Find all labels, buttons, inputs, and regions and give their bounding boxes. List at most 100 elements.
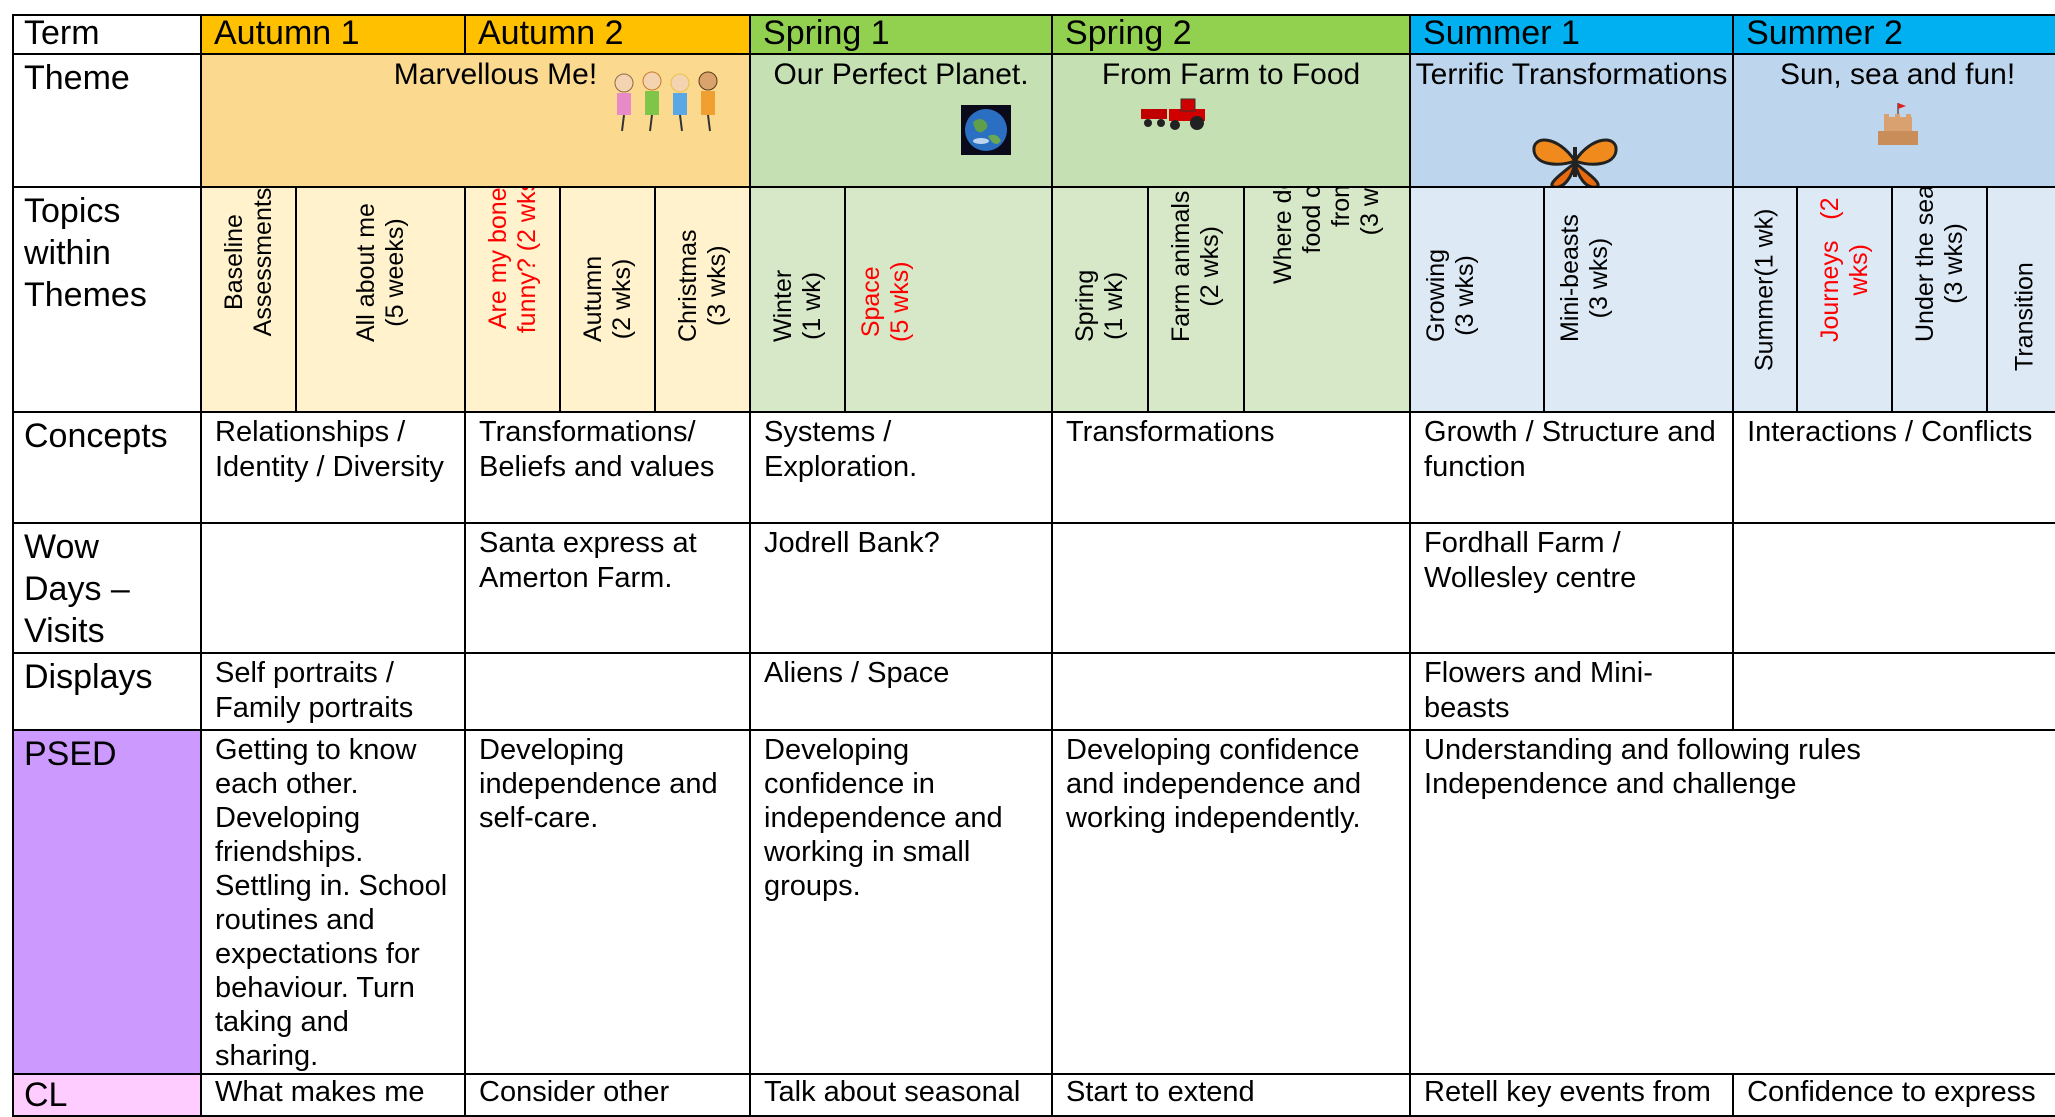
wow-autumn2: Santa express at Amerton Farm. (463, 522, 752, 654)
wow-spring1: Jodrell Bank? (749, 522, 1054, 654)
topic-spring: Spring(1 wk) (1051, 186, 1150, 413)
concepts-row: Concepts Relationships / Identity / Dive… (12, 411, 2055, 524)
topic-baseline: Baseline Assessments (200, 186, 297, 413)
topic-autumn: Autumn(2 wks) (559, 186, 656, 413)
summer1-header: Summer 1 (1409, 14, 1735, 55)
theme-summer2-text: Sun, sea and fun! (1779, 58, 2016, 91)
topic-bones-text: Are my bones funny? (2 wks) (483, 187, 542, 342)
term-label: Term (12, 14, 202, 55)
topic-winter: Winter(1 wk) (749, 186, 847, 413)
theme-summer1: Terrific Transformations (1409, 53, 1735, 188)
psed-label: PSED (12, 729, 202, 1075)
topic-winter-duration: (1 wk) (797, 271, 826, 340)
displays-spring1: Aliens / Space (749, 652, 1054, 731)
summer2-header: Summer 2 (1732, 14, 2055, 55)
wow-spring2 (1051, 522, 1412, 654)
cl-label: CL (12, 1073, 202, 1117)
displays-label: Displays (12, 652, 202, 731)
topic-spring-text: Spring(1 wk) (1071, 270, 1129, 342)
displays-autumn2 (463, 652, 752, 731)
topic-winter-label: Winter (768, 269, 797, 342)
sandcastle-icon (1878, 103, 1919, 145)
cl-autumn1: What makes me (200, 1073, 466, 1117)
topic-growing-text: Growing(3 wks) (1422, 249, 1480, 342)
wow-summer1: Fordhall Farm / Wollesley centre (1409, 522, 1735, 654)
concepts-summer2: Interactions / Conflicts (1732, 411, 2055, 524)
cl-autumn2: Consider other (463, 1073, 752, 1117)
butterfly-icon (1532, 138, 1618, 185)
psed-summer-line1: Understanding and following rules (1424, 734, 1861, 766)
concepts-autumn1: Relationships / Identity / Diversity (200, 411, 466, 524)
psed-row: PSED Getting to know each other. Develop… (12, 729, 2055, 1075)
theme-spring1: Our Perfect Planet. (749, 53, 1054, 188)
spring1-header: Spring 1 (749, 14, 1054, 55)
topic-all-about-me-text: All about me(5 weeks) (352, 203, 410, 342)
topic-spring-label: Spring (1071, 269, 1100, 342)
displays-row: Displays Self portraits / Family portrai… (12, 652, 2055, 731)
topic-growing-label: Growing (1422, 248, 1451, 342)
topic-bones-label: Are my bones funny? (2 wks) (483, 187, 541, 334)
topic-under-sea-text: Under the sea(3 wks) (1910, 187, 1969, 342)
topic-summer-label: Summer(1 wk) (1750, 208, 1779, 371)
topic-minibeasts-duration: (3 wks) (1585, 237, 1614, 319)
concepts-summer1: Growth / Structure and function (1409, 411, 1735, 524)
topic-space-label: Space (857, 266, 886, 338)
topic-autumn-duration: (2 wks) (607, 258, 636, 340)
topic-farm-animals-duration: (2 wks) (1196, 226, 1225, 307)
theme-autumn: Marvellous Me! (199, 53, 752, 188)
psed-autumn2: Developing independence and self-care. (463, 729, 752, 1075)
topic-autumn-text: Autumn(2 wks) (579, 256, 637, 342)
term-row: Term Autumn 1 Autumn 2 Spring 1 Spring 2… (12, 14, 2055, 55)
theme-spring1-text: Our Perfect Planet. (773, 58, 1029, 91)
topic-food-line3: from? (1327, 187, 1356, 228)
topic-christmas-text: Christmas(3 wks) (674, 229, 732, 342)
topic-transition-text: Transition (2010, 262, 2039, 371)
displays-autumn1: Self portraits / Family portraits (200, 652, 466, 731)
cl-row: CL What makes me Consider other Talk abo… (12, 1073, 2055, 1117)
topic-spring-duration: (1 wk) (1100, 271, 1129, 340)
topic-all-about-me-duration: (5 weeks) (380, 218, 409, 327)
psed-autumn1: Getting to know each other. Developing f… (200, 729, 466, 1075)
displays-spring2 (1051, 652, 1412, 731)
wow-autumn1 (200, 522, 466, 654)
autumn1-header: Autumn 1 (200, 14, 466, 55)
topic-all-about-me-label: All about me (351, 203, 380, 342)
topics-label: Topics within Themes (12, 186, 202, 413)
topic-autumn-label: Autumn (578, 255, 607, 342)
earth-icon (961, 105, 1012, 155)
autumn2-header: Autumn 2 (463, 14, 752, 55)
topic-journeys-line2: wks) (1844, 244, 1873, 296)
topic-minibeasts: Mini-beasts(3 wks) (1543, 186, 1735, 413)
theme-spring2-text: From Farm to Food (1101, 58, 1361, 91)
cl-summer1: Retell key events from (1409, 1073, 1735, 1117)
topic-baseline-text: Baseline Assessments (220, 189, 278, 342)
concepts-spring2: Transformations (1051, 411, 1412, 524)
topic-summer-text: Summer(1 wk) (1751, 208, 1780, 371)
theme-row: Theme Marvellous Me! Our Perfect Planet. (12, 53, 2055, 188)
topic-transition-label: Transition (2010, 262, 2039, 371)
topic-farm-animals: Farm animals(2 wks) (1147, 186, 1246, 413)
topic-summer: Summer(1 wk) (1732, 186, 1799, 413)
psed-spring1: Developing confidence in independence an… (749, 729, 1054, 1075)
topic-journeys-line1: Journeys (2 (1815, 197, 1844, 342)
concepts-autumn2: Transformations/ Beliefs and values (463, 411, 752, 524)
topic-bones: Are my bones funny? (2 wks) (464, 186, 561, 413)
wow-label-text: Wow Days – Visits (24, 528, 130, 650)
curriculum-table: Term Autumn 1 Autumn 2 Spring 1 Spring 2… (12, 14, 2055, 1117)
topic-food-line1: Where does our (1269, 187, 1298, 284)
topic-space-duration: (5 wks) (886, 261, 915, 342)
topic-growing-duration: (3 wks) (1451, 255, 1480, 336)
psed-summer: Understanding and following rules Indepe… (1409, 729, 2055, 1075)
wow-row: Wow Days – Visits Santa express at Amert… (12, 522, 2055, 654)
topic-farm-animals-text: Farm animals(2 wks) (1167, 191, 1225, 342)
theme-spring2: From Farm to Food (1051, 53, 1412, 188)
topic-growing: Growing(3 wks) (1409, 186, 1546, 413)
topic-minibeasts-text: Mini-beasts(3 wks) (1556, 214, 1614, 342)
tractor-icon (1141, 98, 1206, 130)
topic-christmas: Christmas(3 wks) (653, 186, 752, 413)
theme-label: Theme (12, 53, 202, 188)
topic-under-sea-label: Under the sea (1910, 187, 1939, 342)
topic-food-duration: (3 wks) (1356, 187, 1385, 236)
